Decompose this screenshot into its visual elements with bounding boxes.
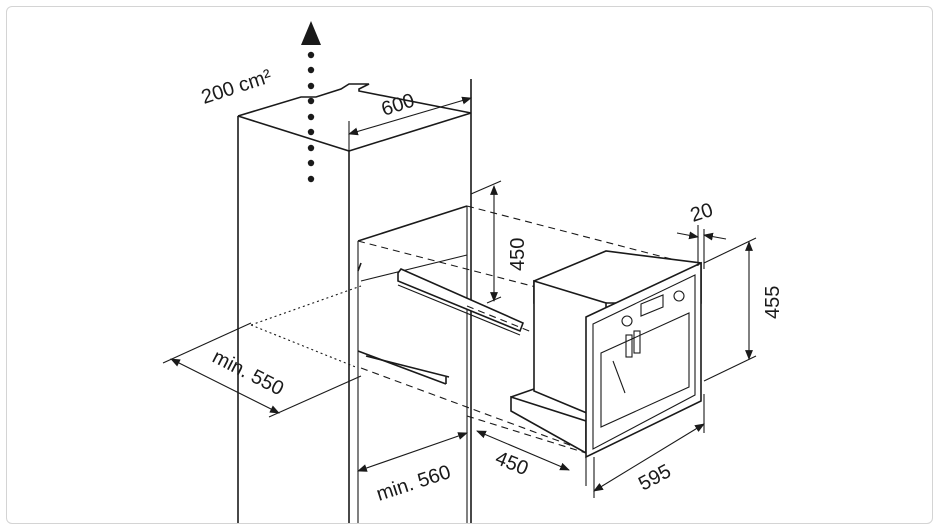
appliance-height-label: 455 [762,286,784,319]
airflow-indicator [301,21,321,183]
diagram-canvas: 200 cm² 600 450 20 455 min. 550 min. 560… [162,21,784,523]
mounting-rail [397,268,525,336]
airflow-arrow-icon [301,21,321,45]
installation-diagram: 200 cm² 600 450 20 455 min. 550 min. 560… [6,6,933,524]
airflow-label: 200 cm² [199,65,275,108]
appliance-depth-label: 450 [492,447,531,480]
cabinet-niche [357,205,468,385]
frame-depth-label: 20 [688,199,716,227]
niche-height-label: 450 [507,238,529,271]
min-width-label: min. 560 [374,461,454,506]
min-depth-label: min. 550 [209,346,287,400]
coffee-machine [510,250,702,459]
dimension-lines [162,96,757,498]
appliance-width-label: 595 [635,460,675,495]
tall-cabinet [237,79,472,523]
